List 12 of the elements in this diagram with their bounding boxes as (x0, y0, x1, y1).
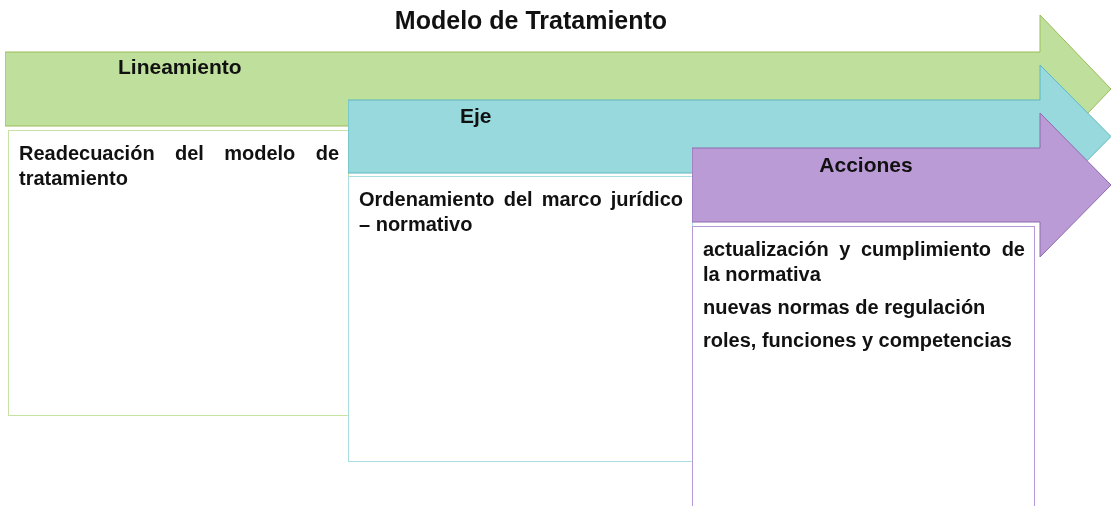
box-text: Ordenamiento del marco jurídico – normativo (359, 187, 683, 237)
box-text: roles, funciones y competencias (703, 328, 1013, 353)
diagram-title: Modelo de Tratamiento (393, 6, 669, 35)
band-heading: Acciones (818, 153, 914, 177)
box-text: nuevas normas de regulación (703, 295, 987, 320)
text-box (348, 176, 693, 462)
band-heading: Eje (460, 104, 492, 128)
band-heading: Lineamiento (118, 55, 242, 79)
text-box (692, 226, 1035, 506)
box-text: actualización y cumplimiento de la normativa (703, 237, 1025, 287)
text-box (8, 130, 349, 416)
box-text: Readecuación del modelo de tratamiento (19, 141, 339, 191)
